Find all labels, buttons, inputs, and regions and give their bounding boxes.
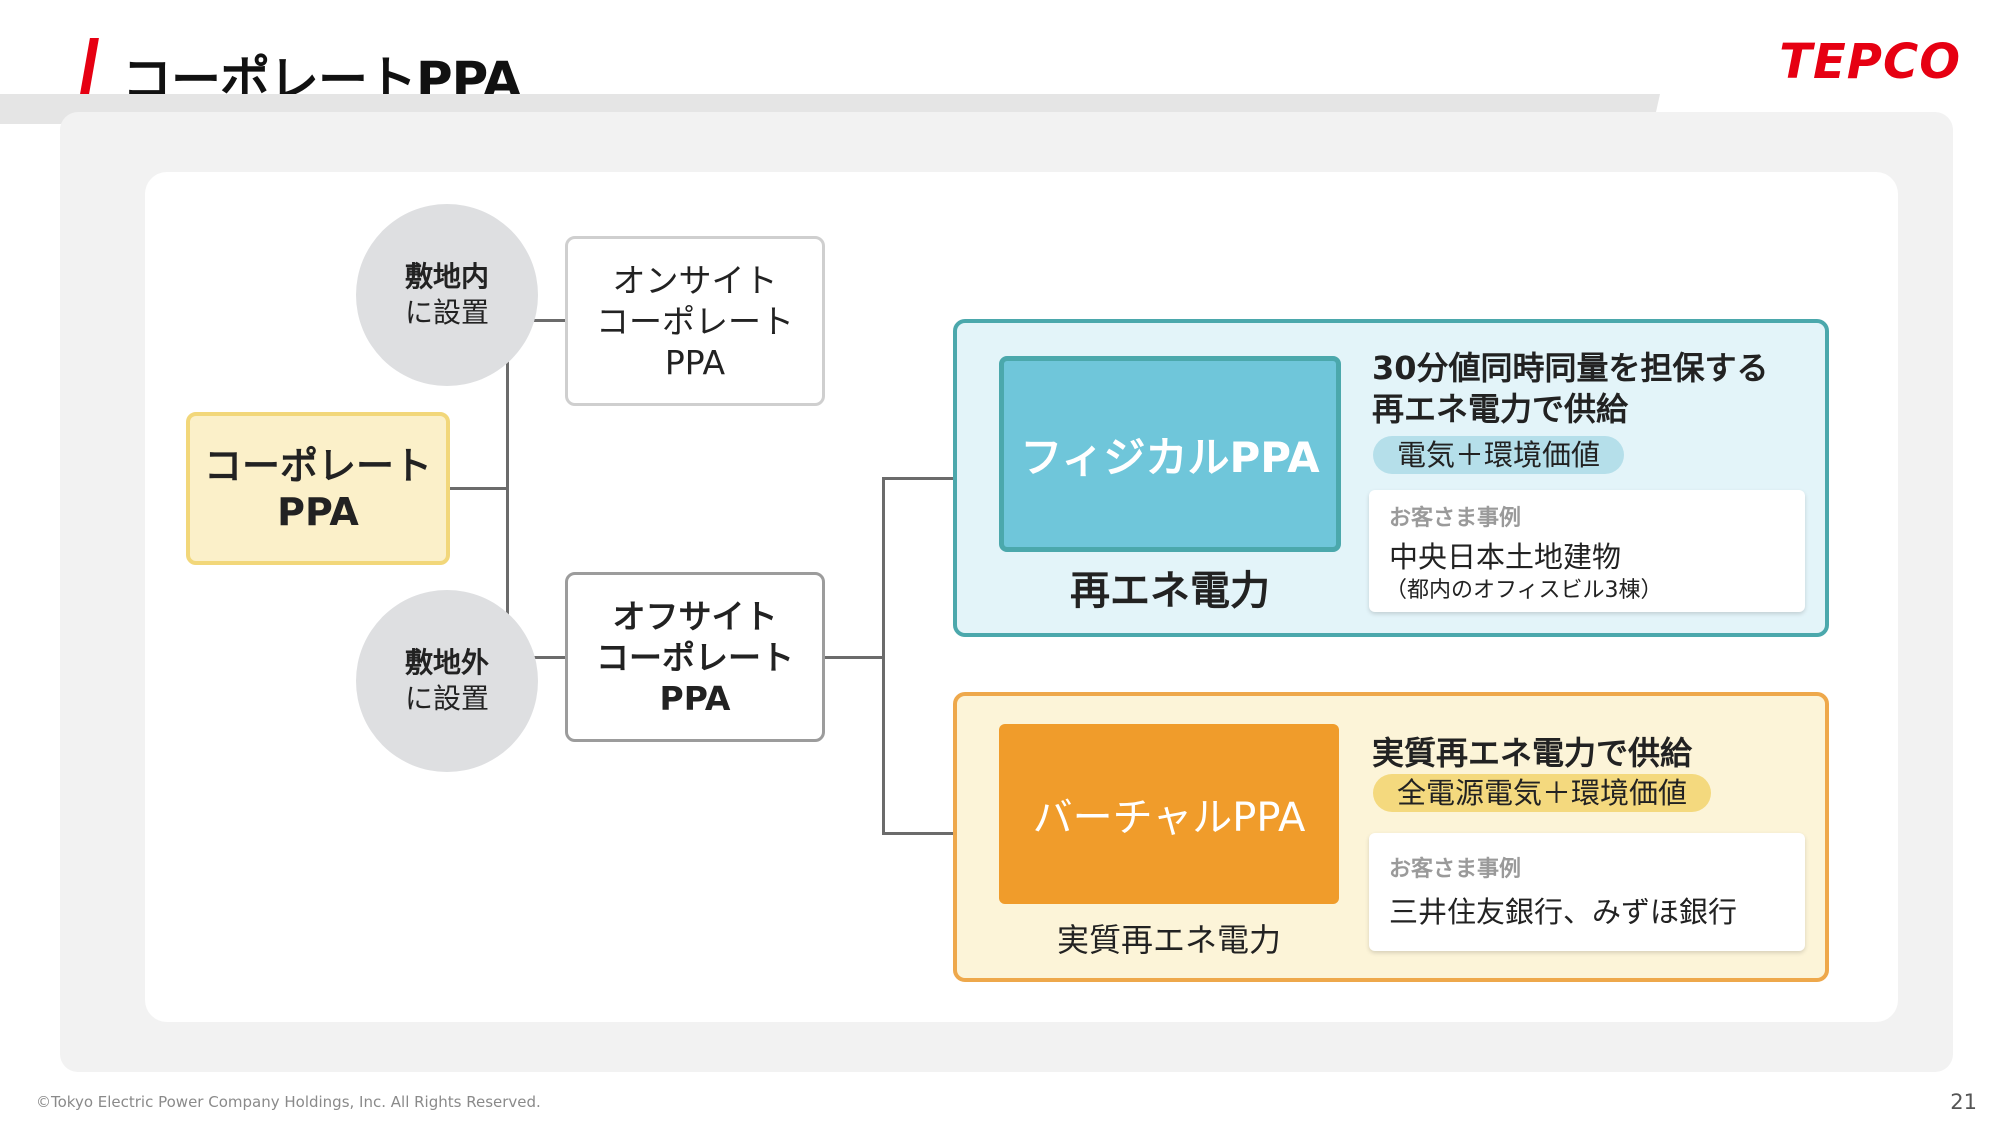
onsite-line2: コーポレート bbox=[596, 301, 794, 341]
offsite-circle-line2: に設置 bbox=[404, 682, 489, 715]
virtual-ppa-box: バーチャルPPA bbox=[999, 724, 1339, 904]
onsite-line3: PPA bbox=[664, 342, 726, 382]
connector-root-h bbox=[450, 487, 508, 490]
copyright: ©Tokyo Electric Power Company Holdings, … bbox=[36, 1093, 541, 1111]
virtual-caption: 実質再エネ電力 bbox=[1056, 921, 1281, 959]
physical-caption: 再エネ電力 bbox=[1070, 568, 1270, 614]
offsite-line1: オフサイト bbox=[612, 596, 778, 636]
onsite-ppa-box: オンサイト コーポレート PPA bbox=[565, 236, 825, 406]
onsite-circle-line1: 敷地内 bbox=[404, 260, 489, 293]
corporate-line1: コーポレート bbox=[203, 443, 432, 488]
page-number: 21 bbox=[1950, 1090, 1977, 1114]
corporate-line2: PPA bbox=[277, 489, 359, 534]
title-accent-bar bbox=[80, 38, 99, 94]
tepco-logo: TEPCO bbox=[1779, 34, 1961, 90]
connector-offsite-h bbox=[825, 656, 884, 659]
physical-ppa-label: フィジカルPPA bbox=[1020, 432, 1320, 482]
connector-to-offsite bbox=[506, 656, 565, 659]
virtual-ppa-label: バーチャルPPA bbox=[1032, 795, 1306, 841]
connector-to-onsite bbox=[506, 319, 565, 322]
physical-heading-line1: 30分値同時同量を担保する bbox=[1372, 349, 1769, 387]
offsite-ppa-box: オフサイト コーポレート PPA bbox=[565, 572, 825, 742]
physical-case-note: （都内のオフィスビル3棟） bbox=[1385, 578, 1663, 603]
physical-case-card: お客さま事例 中央日本土地建物 （都内のオフィスビル3棟） bbox=[1369, 490, 1805, 612]
virtual-heading: 実質再エネ電力で供給 bbox=[1372, 734, 1693, 772]
virtual-case-name: 三井住友銀行、みずほ銀行 bbox=[1389, 895, 1738, 929]
onsite-circle-line2: に設置 bbox=[404, 296, 489, 329]
physical-value-tag: 電気＋環境価値 bbox=[1373, 436, 1625, 474]
offsite-circle-line1: 敷地外 bbox=[404, 646, 489, 679]
corporate-ppa-box: コーポレート PPA bbox=[186, 412, 450, 565]
physical-case-label: お客さま事例 bbox=[1389, 506, 1522, 531]
virtual-value-tag: 全電源電気＋環境価値 bbox=[1373, 774, 1712, 812]
connector-left-v bbox=[506, 320, 509, 658]
physical-heading-line2: 再エネ電力で供給 bbox=[1372, 390, 1629, 428]
offsite-line3: PPA bbox=[659, 678, 731, 718]
onsite-line1: オンサイト bbox=[612, 260, 778, 300]
virtual-case-label: お客さま事例 bbox=[1389, 857, 1522, 882]
physical-ppa-box: フィジカルPPA bbox=[999, 356, 1341, 552]
onsite-placement-circle: 敷地内 に設置 bbox=[356, 204, 538, 386]
physical-heading: 30分値同時同量を担保する 再エネ電力で供給 bbox=[1372, 348, 1769, 430]
offsite-placement-circle: 敷地外 に設置 bbox=[356, 590, 538, 772]
physical-case-name: 中央日本土地建物 bbox=[1389, 540, 1622, 574]
offsite-line2: コーポレート bbox=[596, 637, 794, 677]
connector-to-virtual bbox=[882, 832, 953, 835]
virtual-case-card: お客さま事例 三井住友銀行、みずほ銀行 bbox=[1369, 833, 1805, 951]
connector-to-physical bbox=[882, 477, 953, 480]
connector-right-v bbox=[882, 477, 885, 835]
